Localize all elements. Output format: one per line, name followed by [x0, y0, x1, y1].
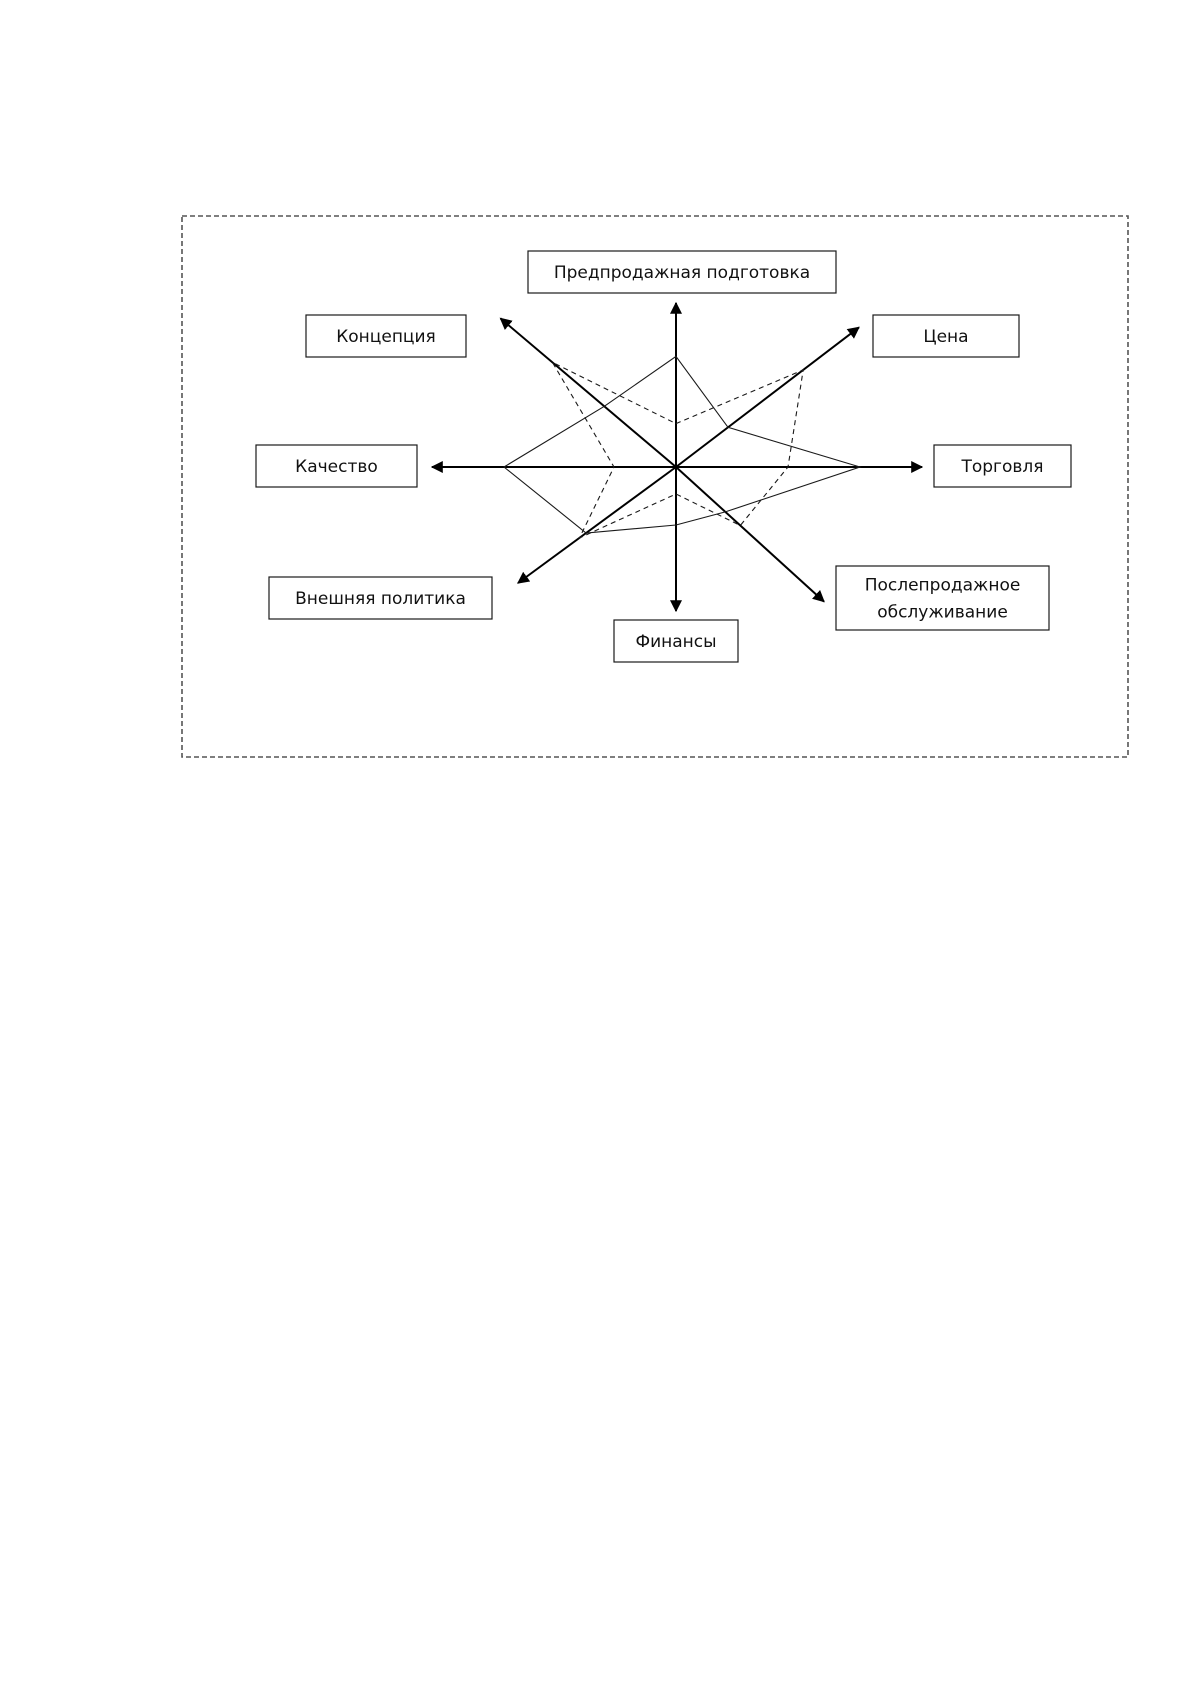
axis-4-line [676, 467, 824, 602]
axis-4-label: Послепродажное обслуживание [836, 566, 1049, 630]
axis-6-label-text: Внешняя политика [295, 589, 466, 609]
axis-1-label-text: Предпродажная подготовка [554, 263, 810, 283]
axis-3-label: Торговля [934, 445, 1071, 487]
axis-8-label: Концепция [306, 315, 466, 357]
axis-8-line [501, 318, 677, 467]
axis-2-line [676, 327, 859, 467]
axes-layer [432, 303, 922, 611]
axis-5-label: Финансы [614, 620, 738, 662]
series-layer [504, 356, 860, 538]
axis-5-label-text: Финансы [635, 632, 716, 652]
axis-6-label: Внешняя политика [269, 577, 492, 619]
axis-7-label: Качество [256, 445, 417, 487]
axis-2-label-text: Цена [923, 327, 968, 347]
axis-6-line [518, 467, 676, 583]
series-1-solid-polygon [504, 356, 860, 533]
series-2-dashed-polygon [552, 362, 803, 538]
axis-7-label-text: Качество [295, 457, 378, 477]
axis-1-label: Предпродажная подготовка [528, 251, 836, 293]
axis-2-label: Цена [873, 315, 1019, 357]
axis-4-label-text: обслуживание [877, 603, 1008, 623]
axis-3-label-text: Торговля [960, 457, 1043, 477]
axis-4-label-text: Послепродажное [865, 576, 1021, 596]
axis-8-label-text: Концепция [336, 327, 436, 347]
